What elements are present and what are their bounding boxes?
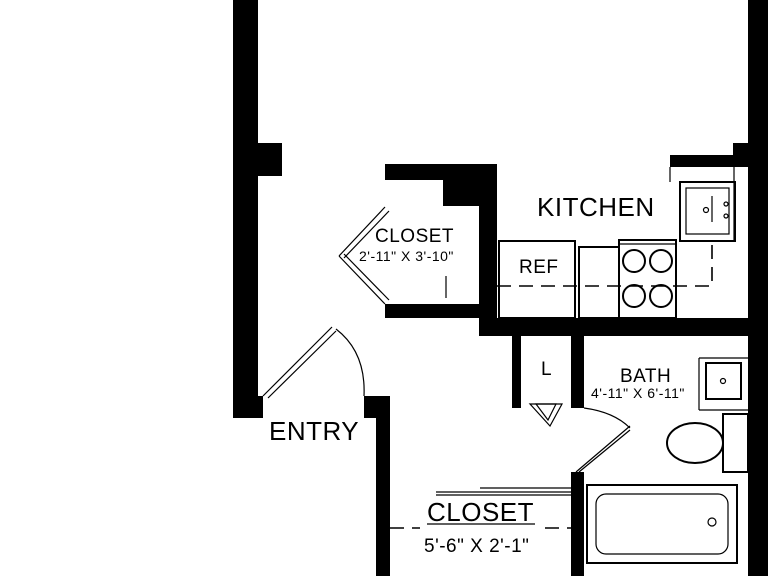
- ref-label: REF: [519, 257, 559, 278]
- walls: [233, 0, 768, 576]
- bath-dimensions: 4'-11" X 6'-11": [591, 385, 685, 401]
- toilet-tank: [722, 413, 749, 473]
- wall-linen-right: [571, 336, 584, 408]
- refrigerator: [498, 240, 576, 319]
- counter: [578, 246, 620, 319]
- closet-upper-doors: [338, 206, 447, 305]
- closet-lower-dimensions: 5'-6" X 2'-1": [424, 536, 529, 557]
- closet-upper-dimensions: 2'-11" X 3'-10": [359, 248, 454, 264]
- closet-lower: [390, 487, 571, 529]
- closet-lower-label: CLOSET: [427, 497, 534, 527]
- burner: [622, 249, 646, 273]
- bath-fixtures: [575, 357, 749, 564]
- kitchen-fixtures: [497, 167, 736, 319]
- wall-left-pier: [258, 143, 282, 176]
- linen-label: L: [541, 359, 552, 380]
- burner: [649, 284, 673, 308]
- kitchen-label: KITCHEN: [537, 192, 655, 222]
- wall-entry-stub-left: [233, 396, 263, 418]
- linen-closet: [528, 403, 564, 428]
- wall-left-exterior: [233, 0, 258, 418]
- wall-kitchen-right-cap: [670, 155, 748, 167]
- range: [618, 239, 677, 319]
- bath-sink: [705, 362, 742, 400]
- wall-bath-left: [571, 472, 584, 576]
- wall-entry-right: [376, 396, 390, 576]
- kitchen-sink: [679, 181, 736, 242]
- toilet-bowl: [666, 422, 724, 464]
- burner: [622, 284, 646, 308]
- wall-closet-right: [479, 164, 497, 336]
- burner: [649, 249, 673, 273]
- entry-door: [262, 326, 365, 399]
- wall-kitchen-bath: [479, 318, 748, 336]
- wall-linen-left: [512, 336, 521, 408]
- wall-right-exterior: [748, 0, 768, 576]
- closet-upper-label: CLOSET: [375, 226, 454, 247]
- wall-closet-bottom: [385, 304, 497, 318]
- bath-label: BATH: [620, 366, 671, 387]
- entry-label: ENTRY: [269, 416, 359, 446]
- bathtub: [586, 484, 738, 564]
